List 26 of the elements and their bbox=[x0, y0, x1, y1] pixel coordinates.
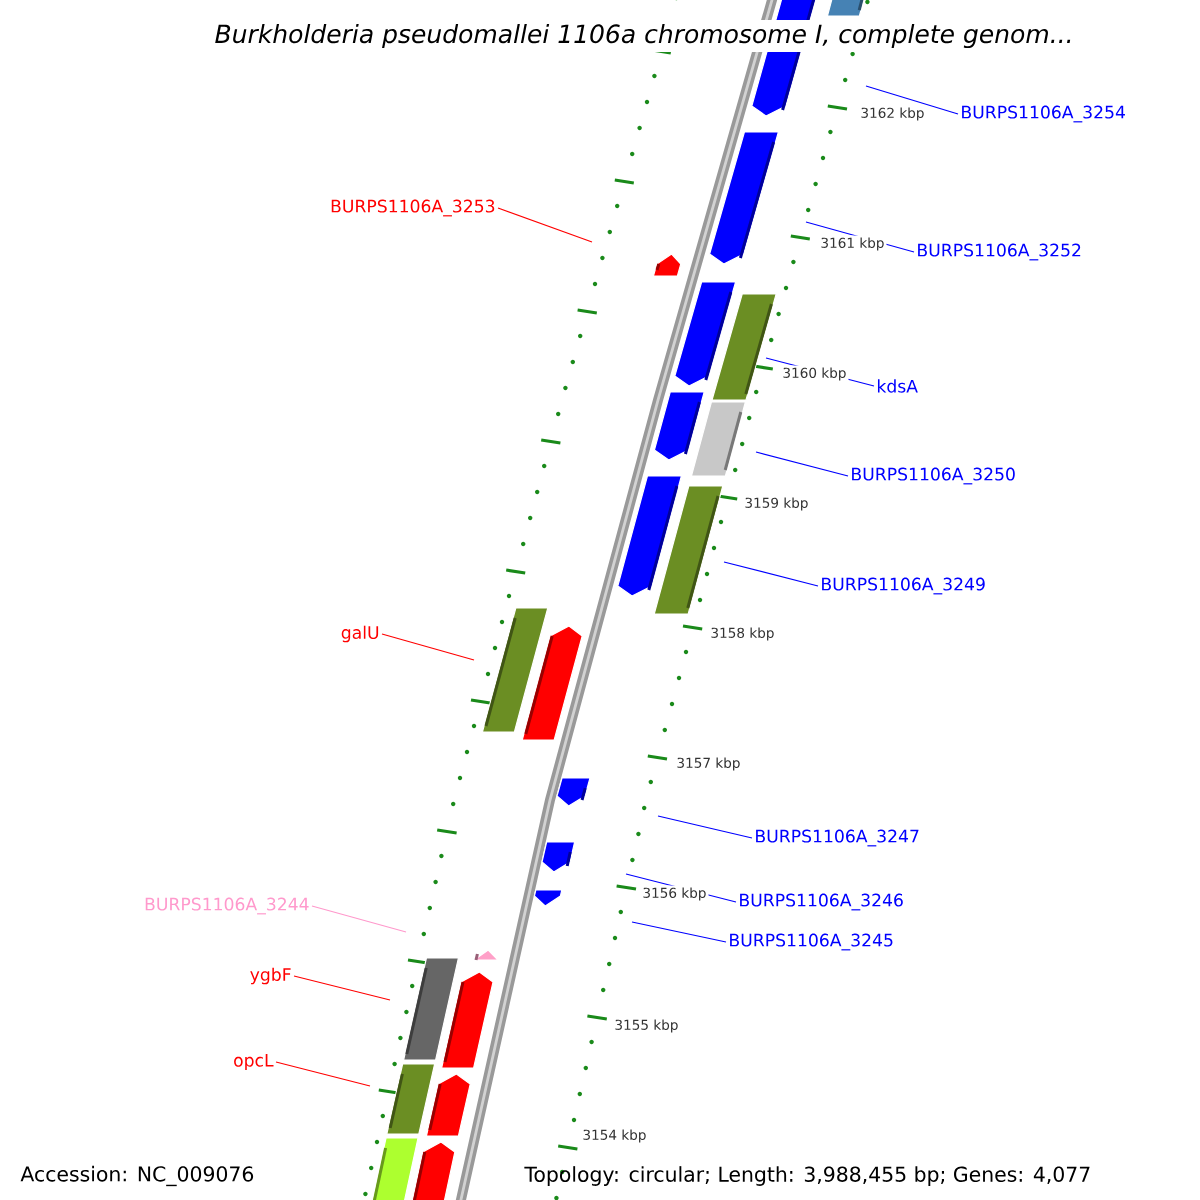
gene-label: kdsA bbox=[878, 379, 918, 393]
leader-line bbox=[275, 1061, 371, 1087]
leader-line bbox=[311, 905, 407, 933]
gene-label: BURPS1106A_3245 bbox=[730, 933, 893, 951]
leader-line bbox=[381, 633, 475, 661]
gene-label: BURPS1106A_3253 bbox=[331, 199, 495, 217]
leader-line bbox=[293, 975, 391, 1001]
gene-label: BURPS1106A_3246 bbox=[740, 893, 903, 911]
gene-label: galU bbox=[341, 625, 379, 643]
footer-text: Accession: NC_009076 bbox=[20, 1165, 254, 1187]
leader-line bbox=[497, 207, 593, 243]
gene-label: BURPS1106A_3250 bbox=[852, 467, 1015, 485]
gene-label: BURPS1106A_3247 bbox=[756, 829, 919, 847]
title: Burkholderia pseudomallei 1106a chromosome I, complete genom... bbox=[210, 19, 1078, 53]
leader-line bbox=[755, 451, 849, 477]
leader-line bbox=[865, 85, 959, 115]
gene-label: opcL bbox=[234, 1054, 274, 1071]
gene-label: BURPS1106A_3252 bbox=[918, 243, 1081, 261]
leader-line bbox=[631, 921, 727, 943]
leader-line bbox=[657, 815, 753, 839]
gene-label: BURPS1106A_3249 bbox=[822, 577, 985, 595]
gene-label: ygbF bbox=[250, 967, 291, 985]
footer-text: Topology: circular; Length: 3,988,455 bp; Genes: 4,077 bbox=[524, 1166, 1090, 1186]
leader-line bbox=[723, 561, 819, 587]
gene-label: BURPS1106A_3244 bbox=[145, 897, 309, 915]
gene-label: BURPS1106A_3254 bbox=[962, 105, 1125, 123]
